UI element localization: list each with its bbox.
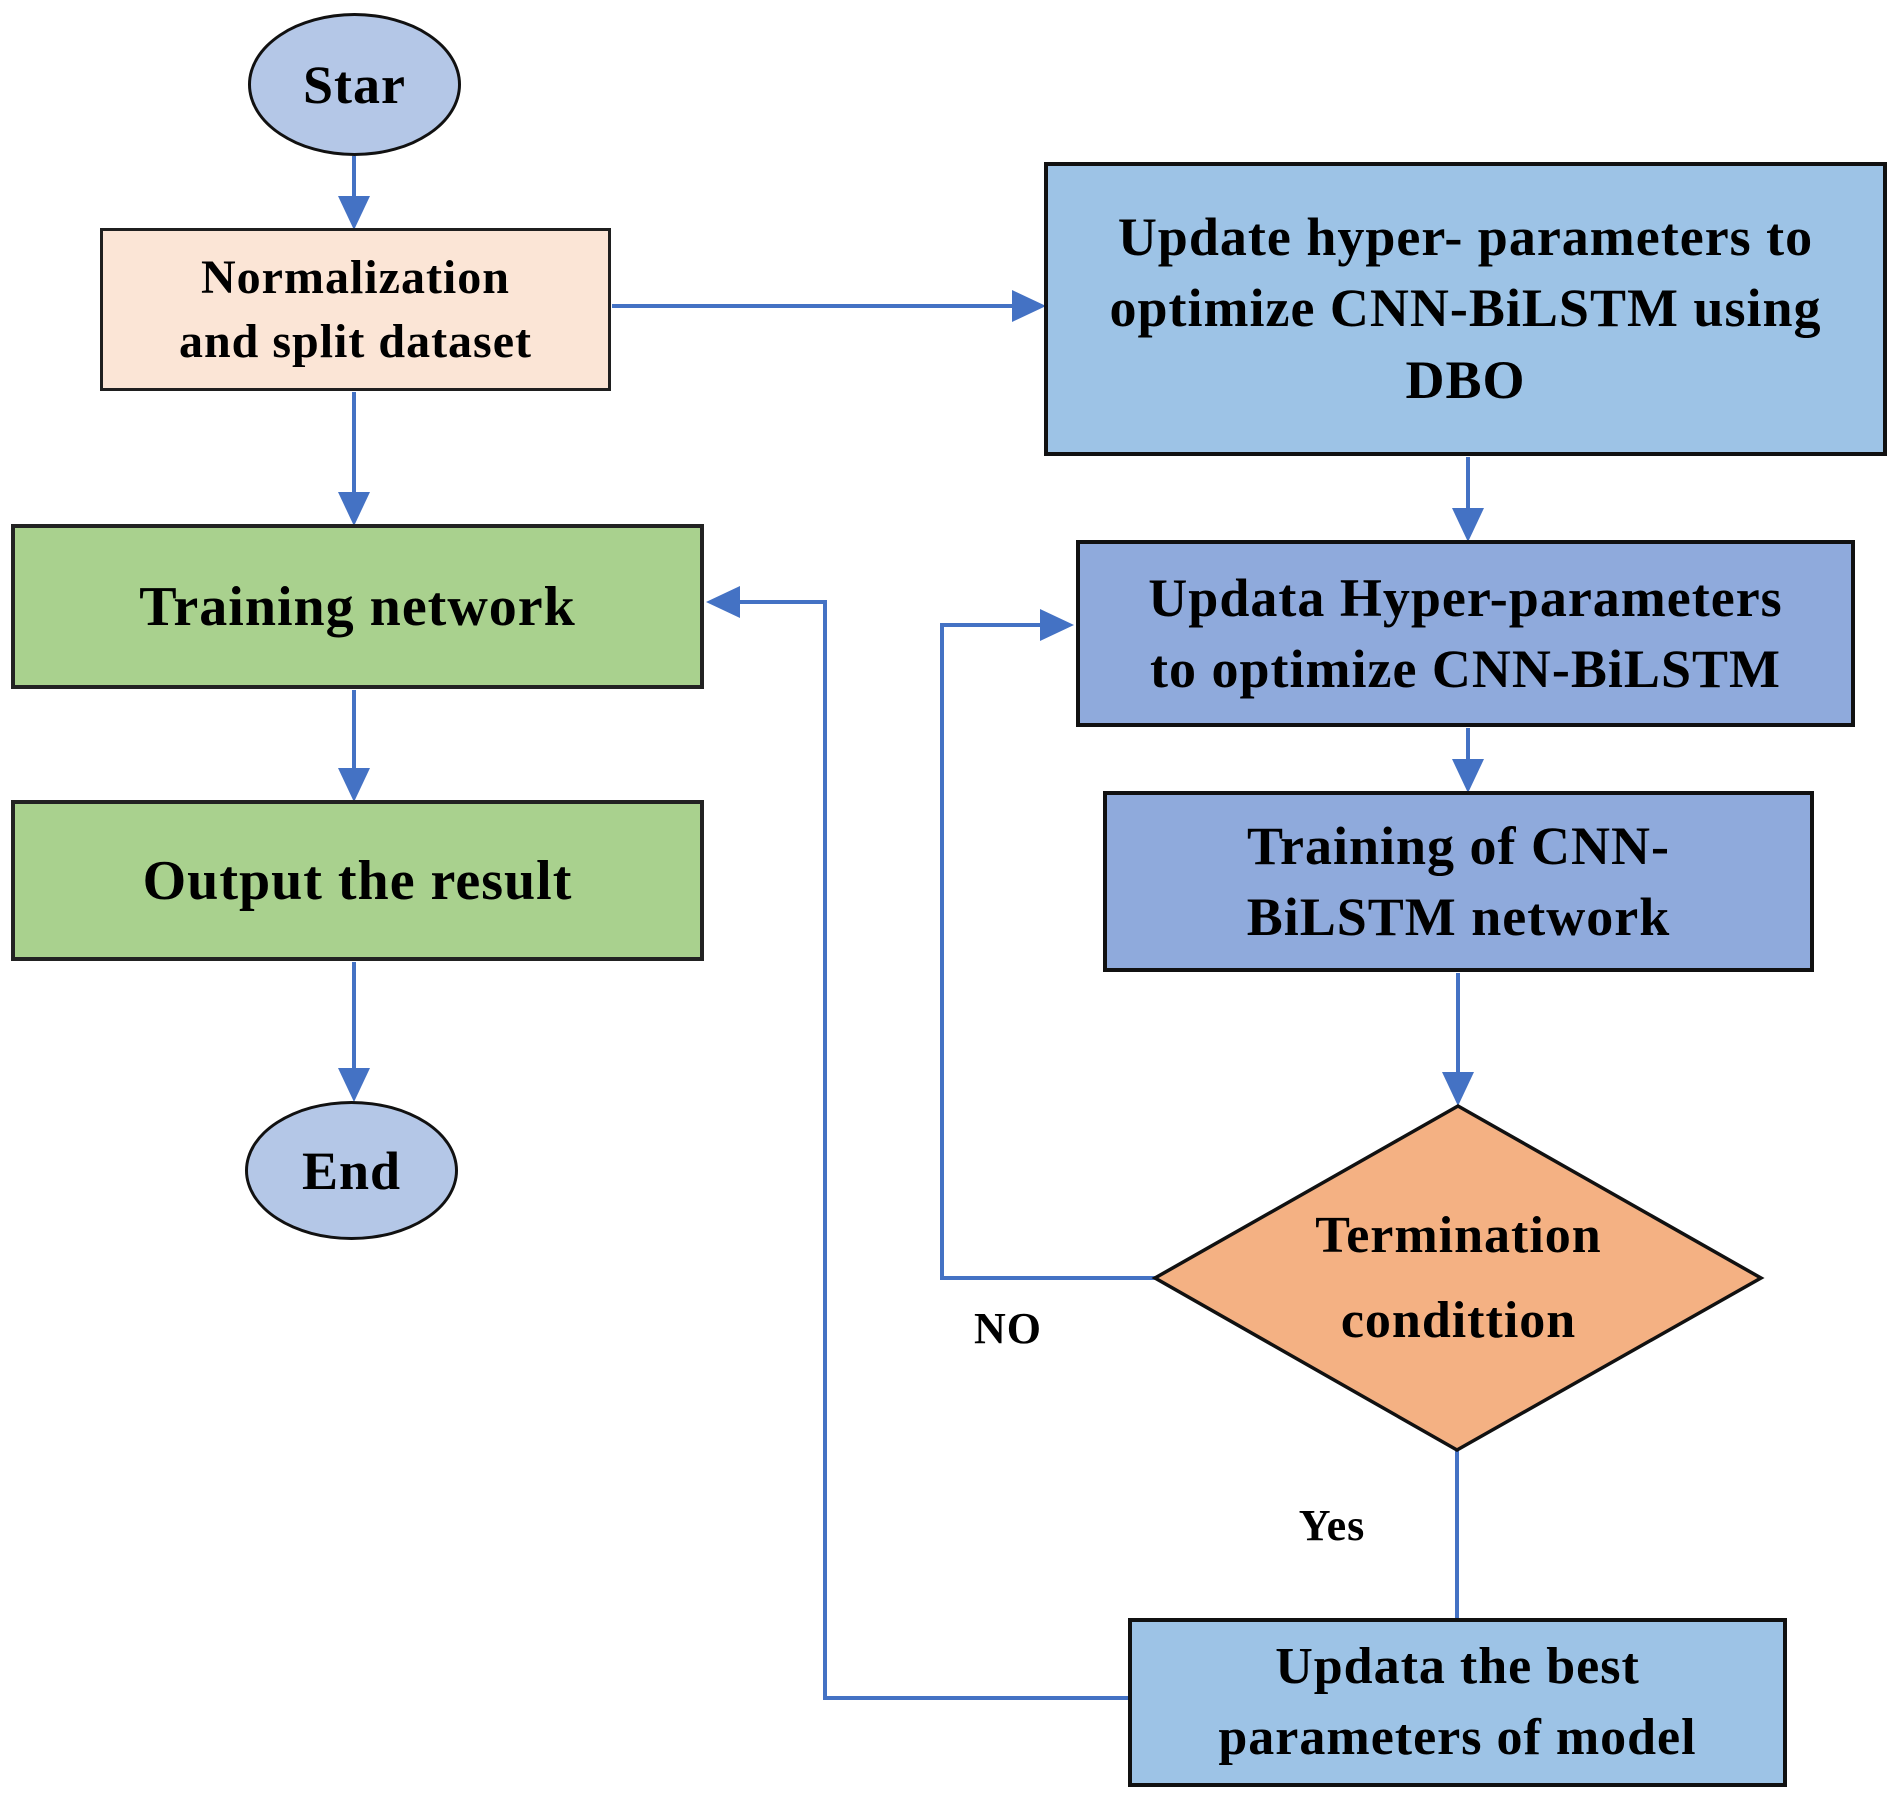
end-node: End — [245, 1101, 458, 1240]
arrow-output-to-end — [338, 962, 370, 1102]
training-cnn-line-1: Training of CNN- — [1246, 816, 1670, 877]
termination-line-2: condittion — [1340, 1291, 1577, 1349]
arrow-training-to-output — [338, 690, 370, 802]
training-cnn-node: Training of CNN- BiLSTM network — [1103, 791, 1814, 972]
termination-node: Termination condittion — [1155, 1106, 1762, 1451]
update-dbo-line-2: optimize CNN-BiLSTM using — [1109, 278, 1822, 339]
update-dbo-line-1: Update hyper- parameters to — [1117, 207, 1814, 268]
no-edge-label: NO — [974, 1304, 1042, 1353]
update-best-node: Updata the best parameters of model — [1128, 1618, 1787, 1787]
output-result-label: Output the result — [142, 849, 573, 912]
normalize-line-2: and split dataset — [178, 314, 533, 368]
update-dbo-node: Update hyper- parameters to optimize CNN… — [1044, 162, 1887, 456]
termination-diamond-shape — [1151, 1103, 1765, 1453]
arrow-update-best-to-training — [706, 586, 1128, 1700]
update-hyper-line-2: to optimize CNN-BiLSTM — [1150, 638, 1781, 699]
normalize-node: Normalization and split dataset — [100, 228, 611, 391]
arrow-training-cnn-to-termination — [1442, 973, 1474, 1106]
update-dbo-line-3: DBO — [1405, 349, 1526, 410]
arrow-update-hyper-to-training-cnn — [1452, 728, 1484, 793]
training-cnn-line-2: BiLSTM network — [1246, 886, 1671, 947]
arrow-normalize-to-training — [338, 392, 370, 526]
training-network-label: Training network — [139, 575, 576, 638]
update-best-line-2: parameters of model — [1218, 1708, 1697, 1766]
arrow-no-loop-to-update-hyper — [940, 609, 1155, 1280]
end-label: End — [301, 1140, 402, 1201]
training-network-node: Training network — [11, 524, 704, 689]
yes-edge-label: Yes — [1298, 1501, 1366, 1550]
update-hyper-line-1: Updata Hyper-parameters — [1148, 568, 1783, 629]
arrow-normalize-to-update-dbo — [612, 290, 1046, 322]
arrow-update-dbo-to-update-hyper — [1452, 457, 1484, 542]
start-label: Star — [303, 54, 406, 115]
update-hyper-node: Updata Hyper-parameters to optimize CNN-… — [1076, 540, 1855, 727]
arrow-start-to-normalize — [338, 156, 370, 230]
update-best-line-1: Updata the best — [1275, 1638, 1640, 1696]
normalize-line-1: Normalization — [201, 251, 510, 305]
start-node: Star — [248, 13, 461, 156]
termination-line-1: Termination — [1315, 1207, 1602, 1265]
output-result-node: Output the result — [11, 800, 704, 961]
